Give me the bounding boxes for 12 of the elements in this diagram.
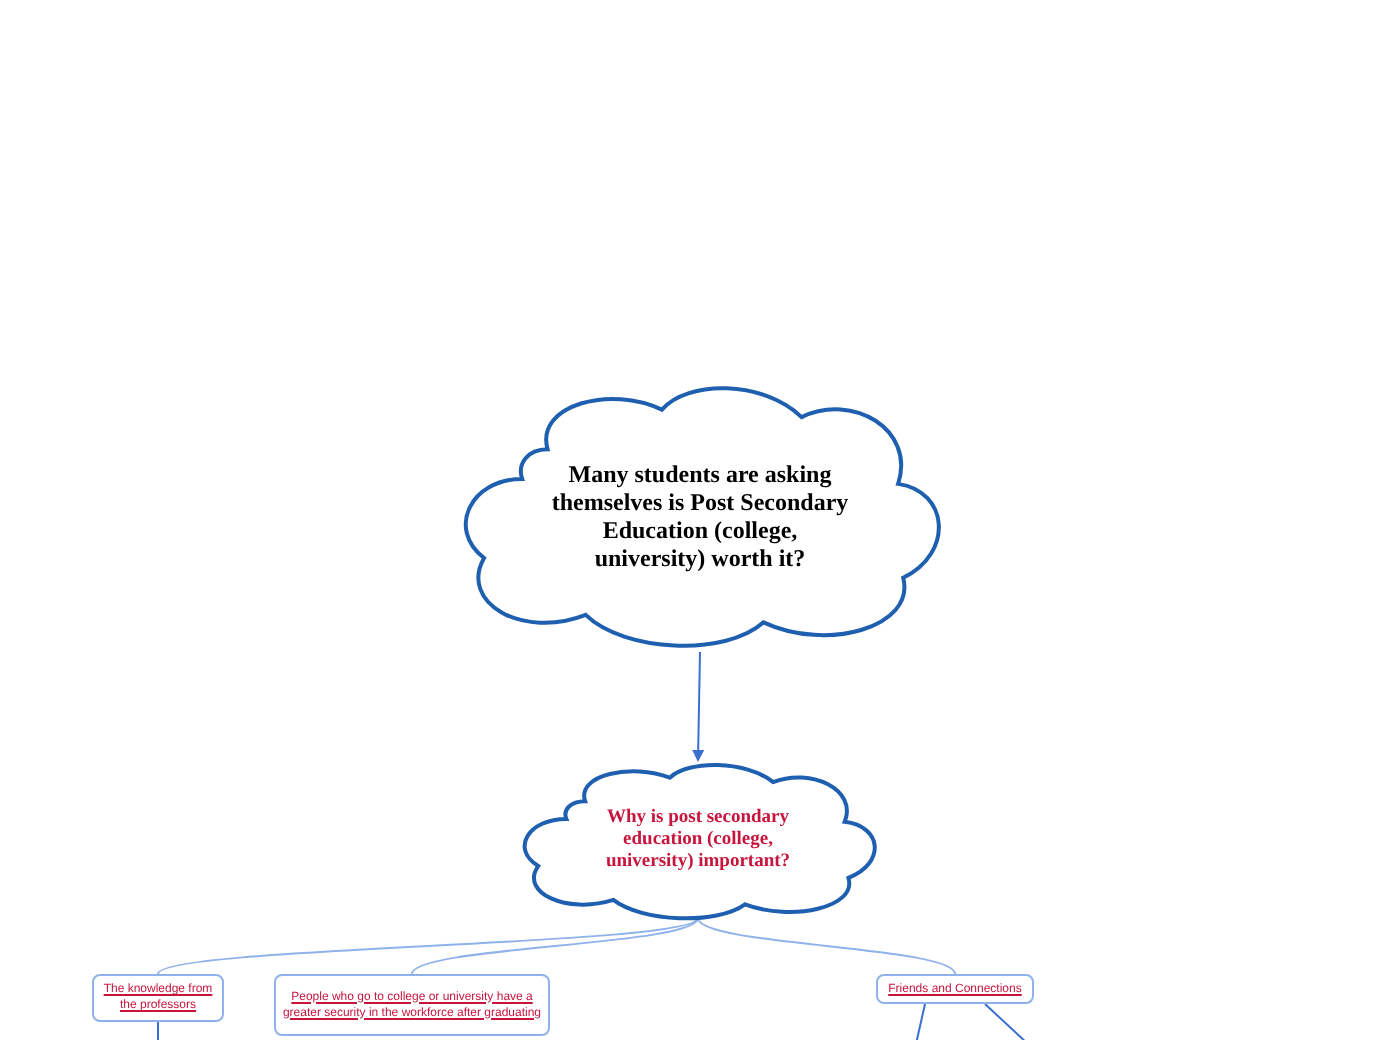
connector-line	[157, 1021, 159, 1040]
cloud-text: Many students are asking themselves is Post Secondary Education (college, university) worth it?	[550, 460, 850, 572]
connector-line	[157, 917, 699, 975]
topic-box	[274, 974, 550, 1036]
connector-line	[697, 917, 956, 975]
topic-box	[876, 974, 1034, 1004]
connector-line	[411, 917, 699, 975]
connector-line	[692, 651, 705, 762]
connector-line	[915, 1003, 926, 1040]
topic-box	[92, 974, 224, 1022]
cloud-text: Why is post secondary education (college, university) important?	[603, 808, 793, 874]
connector-line	[984, 1003, 1029, 1040]
